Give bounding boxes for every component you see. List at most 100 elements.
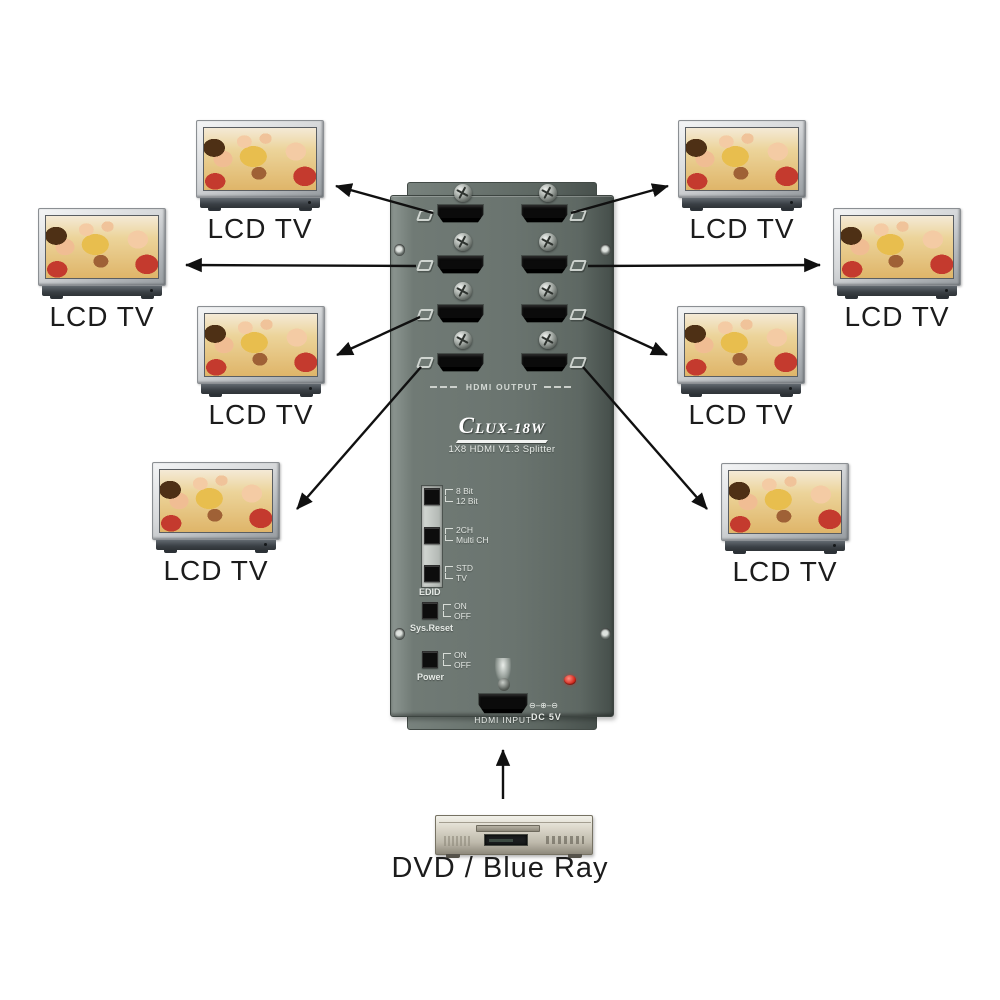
switch-label-bottom: TV (456, 572, 467, 583)
brand-underline-swoosh (456, 440, 548, 443)
lcd-tv-bottom-right: LCD TV (721, 463, 849, 587)
hdmi-splitter-device: HDMI OUTPUT CLUX-18W 1X8 HDMI V1.3 Split… (390, 182, 614, 730)
tv-label: LCD TV (688, 399, 794, 430)
tv-frame (678, 120, 806, 198)
hdmi-input-label: HDMI INPUT (474, 715, 532, 725)
hdmi-output-port-4 (521, 255, 568, 274)
switch-label-top: 2CH (456, 525, 474, 535)
switch-position-mark-icon (443, 652, 451, 667)
lcd-tv-mid-left: LCD TV (197, 306, 325, 430)
tv-base (725, 541, 845, 554)
switch-labels-audio: 2CH Multi CH (456, 525, 489, 545)
lcd-tv-top-left: LCD TV (196, 120, 324, 244)
hdmi-input-port (478, 693, 528, 714)
switch-label-bottom: 12 Bit (456, 495, 478, 506)
tv-base (156, 540, 276, 553)
switch-label-off: OFF (454, 659, 471, 670)
screw-icon (454, 233, 472, 251)
tv-screen-photo (204, 313, 318, 377)
screw-icon (454, 331, 472, 349)
tv-screen-photo (728, 470, 842, 534)
switch-label-on: ON (454, 650, 467, 660)
sys-reset-caption: Sys.Reset (410, 623, 454, 633)
edid-switch-audio-channels (424, 527, 440, 544)
tv-frame (677, 306, 805, 384)
power-led (564, 675, 576, 685)
tv-screen-photo (45, 215, 159, 279)
hdmi-output-label: HDMI OUTPUT (465, 382, 539, 392)
screw-icon (539, 331, 557, 349)
tv-frame (38, 208, 166, 286)
switch-position-mark-icon (445, 488, 453, 503)
dvd-vents (444, 836, 470, 846)
source-label: DVD / Blue Ray (391, 852, 609, 884)
lcd-tv-mid-right: LCD TV (677, 306, 805, 430)
hdmi-output-port-8 (521, 353, 568, 372)
hdmi-output-divider: HDMI OUTPUT (390, 382, 614, 392)
dvd-buttons (546, 836, 584, 844)
dvd-lid-seam (439, 822, 591, 823)
tv-base (201, 384, 321, 397)
hdmi-output-port-1 (437, 204, 484, 223)
dc-polarity-icon: ⊖–⊕–⊖ (529, 701, 559, 710)
power-caption: Power (417, 672, 445, 682)
brand-logo: CLUX-18W (390, 413, 614, 443)
arrow-output3-to-far-left-tv (185, 257, 417, 273)
model-description: 1X8 HDMI V1.3 Splitter (448, 444, 556, 455)
brand-name: LUX-18W (475, 421, 546, 437)
edid-switch-bit-depth (424, 488, 440, 505)
dvd-blu-ray-player (435, 815, 593, 858)
switch-position-mark-icon (445, 527, 453, 542)
tv-base (682, 198, 802, 211)
edid-switch-std-tv (424, 565, 440, 582)
tv-frame (833, 208, 961, 286)
hdmi-output-port-7 (437, 353, 484, 372)
tv-power-led (945, 289, 948, 292)
arrow-output4-to-far-right-tv (587, 257, 821, 273)
tv-frame (152, 462, 280, 540)
switch-label-bottom: Multi CH (456, 534, 489, 545)
screw-icon (498, 678, 510, 691)
screw-icon (539, 233, 557, 251)
lcd-tv-far-left: LCD TV (38, 208, 166, 332)
dvd-display (484, 834, 528, 846)
switch-labels-std-tv: STD TV (456, 563, 473, 583)
tv-power-led (264, 543, 267, 546)
brand-initial: C (458, 413, 475, 438)
screw-icon (454, 184, 472, 202)
tv-base (681, 384, 801, 397)
tv-base (837, 286, 957, 299)
hdmi-output-port-6 (521, 304, 568, 323)
tv-screen-photo (685, 127, 799, 191)
screw-icon (539, 282, 557, 300)
tv-power-led (790, 201, 793, 204)
tv-label: LCD TV (207, 213, 313, 244)
hdmi-output-port-5 (437, 304, 484, 323)
tv-power-led (150, 289, 153, 292)
screw-icon (539, 184, 557, 202)
divider-dash (429, 386, 460, 388)
device-face-plate (390, 195, 614, 717)
switch-label-top: 8 Bit (456, 486, 474, 496)
tv-power-led (833, 544, 836, 547)
power-switch (422, 651, 438, 668)
mount-hole-top-right (600, 244, 611, 256)
tv-power-led (789, 387, 792, 390)
tv-power-led (309, 387, 312, 390)
edid-caption: EDID (419, 587, 441, 597)
tv-label: LCD TV (844, 301, 950, 332)
tv-label: LCD TV (208, 399, 314, 430)
dc-5v-label: DC 5V (531, 712, 562, 722)
tv-frame (197, 306, 325, 384)
tv-label: LCD TV (689, 213, 795, 244)
mount-hole-top-left (394, 244, 405, 256)
switch-label-off: OFF (454, 610, 471, 621)
tv-screen-photo (840, 215, 954, 279)
tv-power-led (308, 201, 311, 204)
tv-screen-photo (203, 127, 317, 191)
hdmi-output-port-3 (437, 255, 484, 274)
sys-reset-on-off-labels: ON OFF (454, 601, 471, 621)
screw-icon (454, 282, 472, 300)
switch-position-mark-icon (443, 603, 451, 618)
switch-label-top: STD (456, 563, 473, 573)
